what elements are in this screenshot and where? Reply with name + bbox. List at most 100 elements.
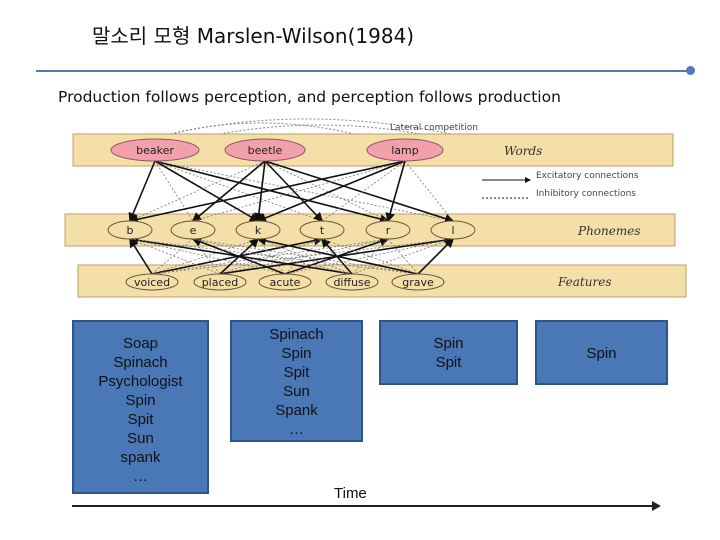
title-divider bbox=[36, 70, 692, 72]
cohort-box-4: Spin bbox=[535, 320, 668, 385]
words-band-label: Words bbox=[504, 144, 542, 158]
feature-node-label: voiced bbox=[134, 276, 170, 289]
inhibitory-connection bbox=[154, 160, 454, 222]
phonemes-band-label: Phonemes bbox=[577, 224, 641, 238]
excitatory-connection bbox=[264, 160, 324, 223]
phoneme-node-label: b bbox=[127, 224, 134, 237]
cohort-word: spank bbox=[120, 449, 161, 466]
excitatory-connection bbox=[191, 160, 266, 223]
word-node-beetle bbox=[224, 138, 306, 162]
inhibitory-connection bbox=[284, 238, 323, 275]
excitatory-connection bbox=[256, 160, 406, 223]
inhibitory-connection bbox=[129, 238, 221, 275]
phoneme-node-label: k bbox=[255, 224, 262, 237]
cohort-word: Spit bbox=[127, 411, 154, 428]
word-node-label: beetle bbox=[248, 144, 283, 157]
cohort-word: Spin bbox=[281, 345, 312, 362]
phoneme-node-t bbox=[299, 220, 345, 240]
cohort-word: Spin bbox=[433, 335, 464, 352]
feature-node-placed bbox=[193, 273, 247, 291]
phoneme-node-label: r bbox=[386, 224, 391, 237]
inhibitory-connection bbox=[151, 238, 194, 275]
feature-node-grave bbox=[391, 273, 445, 291]
lateral-competition-arcs bbox=[154, 118, 471, 139]
cohort-word: Spin bbox=[125, 392, 156, 409]
inhibitory-connection bbox=[151, 238, 454, 275]
phoneme-node-label: t bbox=[320, 224, 325, 237]
phoneme-node-l bbox=[430, 220, 476, 240]
inhibitory-connection bbox=[154, 160, 323, 222]
network-connections bbox=[128, 160, 455, 275]
feature-node-voiced bbox=[125, 273, 179, 291]
lateral-competition-label: Lateral competition bbox=[390, 123, 478, 133]
phoneme-node-b bbox=[107, 220, 153, 240]
word-node-label: beaker bbox=[136, 144, 174, 157]
cohort-word: Spinach bbox=[269, 326, 324, 343]
cohort-word: … bbox=[133, 468, 148, 485]
cohort-word: Spinach bbox=[113, 354, 168, 371]
connection-legend: Excitatory connections Inhibitory connec… bbox=[482, 171, 639, 199]
cohort-word: Spit bbox=[283, 364, 310, 381]
excitatory-connection bbox=[154, 160, 260, 222]
inhibitory-connection bbox=[321, 160, 406, 222]
cohort-word: Spin bbox=[586, 345, 617, 362]
feature-node-label: placed bbox=[202, 276, 239, 289]
inhibitory-connection bbox=[129, 238, 286, 275]
title-divider-endpoint bbox=[686, 66, 695, 75]
excitatory-connection bbox=[128, 160, 406, 224]
legend-inhibitory: Inhibitory connections bbox=[536, 189, 636, 199]
feature-node-label: diffuse bbox=[333, 276, 370, 289]
trace-network-diagram: Lateral competition Words Phonemes Featu… bbox=[64, 118, 687, 298]
features-band-label: Features bbox=[557, 275, 611, 289]
inhibitory-connection bbox=[192, 238, 419, 275]
feature-node-label: acute bbox=[270, 276, 301, 289]
feature-node-acute bbox=[258, 273, 312, 291]
slide-subtitle: Production follows perception, and perce… bbox=[58, 88, 561, 106]
inhibitory-connection bbox=[321, 238, 419, 275]
inhibitory-connection bbox=[129, 238, 419, 275]
inhibitory-connection bbox=[257, 238, 353, 275]
phoneme-node-label: l bbox=[451, 224, 454, 237]
feature-node-diffuse bbox=[325, 273, 379, 291]
excitatory-connection bbox=[154, 160, 390, 224]
feature-node-label: grave bbox=[402, 276, 434, 289]
cohort-word: Sun bbox=[283, 383, 310, 400]
inhibitory-connection bbox=[404, 160, 454, 222]
phoneme-node-k bbox=[235, 220, 281, 240]
phoneme-node-label: e bbox=[190, 224, 197, 237]
excitatory-connection bbox=[417, 237, 455, 275]
excitatory-connection bbox=[385, 160, 406, 223]
feature-nodes: voiced placed acute diffuse grave bbox=[125, 273, 445, 291]
inhibitory-connection bbox=[351, 238, 389, 275]
word-nodes: beaker beetle lamp bbox=[110, 138, 444, 162]
excitatory-connection bbox=[128, 160, 156, 223]
excitatory-connection bbox=[254, 160, 266, 223]
legend-excitatory: Excitatory connections bbox=[536, 171, 639, 181]
excitatory-connection bbox=[128, 235, 353, 275]
inhibitory-connection bbox=[192, 160, 406, 222]
cohort-word: Psychologist bbox=[98, 373, 183, 390]
inhibitory-connection bbox=[129, 160, 266, 222]
phoneme-node-e bbox=[170, 220, 216, 240]
word-node-beaker bbox=[110, 138, 200, 162]
inhibitory-connection bbox=[192, 238, 353, 275]
inhibitory-connection bbox=[264, 160, 389, 222]
timeline-arrowhead bbox=[652, 501, 661, 511]
cohort-word: Soap bbox=[122, 335, 159, 352]
cohort-word: … bbox=[289, 421, 304, 438]
features-band bbox=[77, 264, 687, 298]
excitatory-connection bbox=[264, 160, 455, 224]
timeline-label: Time bbox=[334, 485, 367, 502]
excitatory-connection bbox=[256, 236, 419, 275]
timeline-axis bbox=[72, 505, 654, 507]
phoneme-node-r bbox=[365, 220, 411, 240]
phoneme-nodes: b e k t r l bbox=[107, 220, 476, 240]
cohort-word: Sun bbox=[127, 430, 154, 447]
word-node-lamp bbox=[366, 138, 444, 162]
cohort-word: Spit bbox=[435, 354, 462, 371]
word-node-label: lamp bbox=[391, 144, 419, 157]
cohort-word: Spank bbox=[275, 402, 318, 419]
